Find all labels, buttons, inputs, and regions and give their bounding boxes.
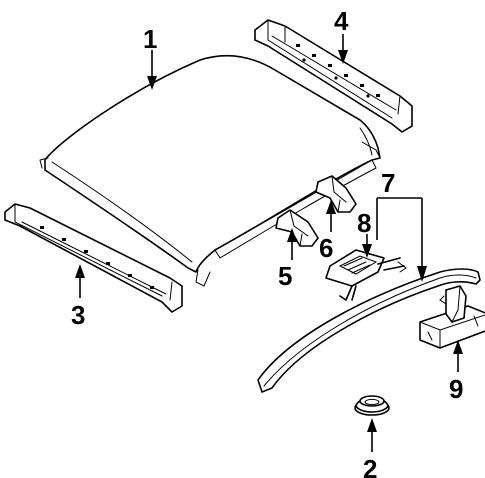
callout-9: 9 [449, 374, 463, 404]
callout-8: 8 [357, 208, 371, 238]
plug-2 [354, 395, 390, 416]
clip-8 [325, 249, 407, 301]
callout-2: 2 [363, 454, 377, 478]
callout-4: 4 [334, 6, 349, 36]
callout-5: 5 [278, 261, 292, 291]
roof-bow-5 [275, 209, 319, 247]
roof-molding [257, 268, 481, 393]
callout-1: 1 [143, 24, 157, 54]
retainer-clip-9 [419, 285, 485, 349]
rear-roof-header [254, 19, 413, 133]
front-roof-header [4, 203, 183, 313]
roof-panel [39, 54, 381, 287]
callout-6: 6 [319, 233, 333, 263]
callout-leaders [75, 34, 463, 452]
callout-3: 3 [71, 300, 85, 330]
callout-7: 7 [381, 168, 395, 198]
roof-bow-6 [315, 175, 357, 213]
